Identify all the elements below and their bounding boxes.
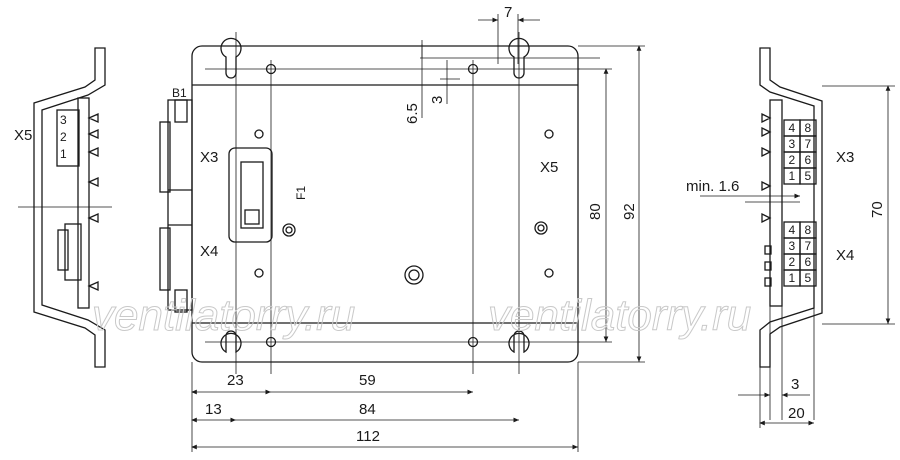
dim-59-text: 59	[359, 372, 376, 389]
left-side-view: X5 3 2 1	[14, 47, 112, 368]
dim-92-text: 92	[621, 203, 638, 220]
dim-112-text: 112	[356, 428, 380, 445]
watermark-right: ventilatorry.ru	[488, 291, 751, 340]
x5-label: X5	[540, 159, 558, 176]
dim-3-text: 3	[429, 96, 446, 104]
dim-80-text: 80	[587, 203, 604, 220]
terminal-number: 5	[805, 271, 812, 285]
terminal-cell	[799, 167, 817, 185]
dim-right-20-text: 20	[788, 405, 805, 422]
terminal-number: 6	[805, 255, 812, 269]
terminal-number: 4	[789, 121, 796, 135]
terminal-number: 8	[805, 121, 812, 135]
x4-right-label: X4	[836, 247, 854, 264]
terminal-number: 8	[805, 223, 812, 237]
dim-70-text: 70	[869, 201, 886, 218]
dim-7: 7	[478, 4, 540, 64]
dim-84-text: 84	[359, 401, 376, 418]
x3-label: X3	[200, 149, 218, 166]
fuse-holder	[228, 147, 273, 243]
main-plate-view: B1 X3 X4 X5 F1	[159, 32, 600, 374]
dim-23-text: 23	[227, 372, 244, 389]
dim-bottom: 23 59 13 84 112	[191, 362, 579, 452]
left-pins	[87, 112, 99, 292]
terminal-number: 2	[789, 255, 796, 269]
terminal-number: 4	[789, 223, 796, 237]
terminal-number: 1	[789, 169, 796, 183]
mount-slot-top-left	[220, 37, 242, 79]
terminal-number: 3	[789, 239, 796, 253]
mount-slot-bottom-right	[508, 330, 530, 354]
watermark-left: ventilatorry.ru	[92, 291, 355, 340]
mount-slot-top-right	[508, 37, 530, 79]
x4-label: X4	[200, 243, 218, 260]
mount-slot-bottom-left	[220, 330, 242, 354]
terminal-pin-3: 3	[60, 113, 67, 127]
terminal-cell	[799, 269, 817, 287]
terminal-number: 7	[805, 239, 812, 253]
terminal-pin-2: 2	[60, 130, 67, 144]
f1-label: F1	[294, 186, 308, 200]
terminal-pin-1: 1	[60, 147, 67, 161]
x5-left-label: X5	[14, 127, 32, 144]
terminal-number: 6	[805, 153, 812, 167]
dim-65-and-3: 6.5 3	[404, 40, 460, 124]
terminal-number: 1	[789, 271, 796, 285]
terminal-number: 3	[789, 137, 796, 151]
min-16-text: min. 1.6	[686, 178, 739, 195]
b1-label: B1	[172, 86, 187, 100]
x3-right-label: X3	[836, 149, 854, 166]
right-pins	[761, 112, 772, 224]
dim-7-text: 7	[504, 4, 512, 21]
terminal-number: 5	[805, 169, 812, 183]
dim-80-92: 80 92	[578, 45, 645, 363]
dim-13-text: 13	[205, 401, 222, 418]
dim-65-text: 6.5	[404, 103, 421, 124]
terminal-number: 2	[789, 153, 796, 167]
terminal-number: 7	[805, 137, 812, 151]
connector-block	[159, 99, 193, 313]
dim-right-3-text: 3	[791, 376, 799, 393]
